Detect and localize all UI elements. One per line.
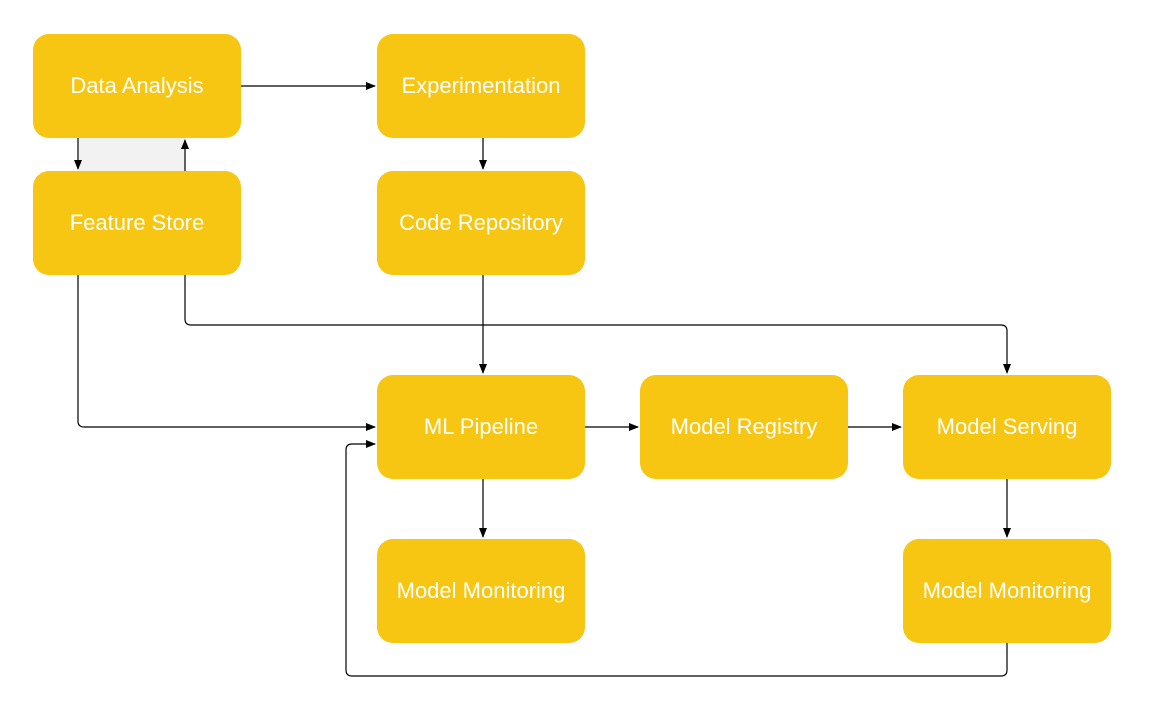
connector-band xyxy=(79,138,185,171)
node-label: Model Monitoring xyxy=(922,578,1092,603)
node-model-monitoring-pipeline[interactable]: Model Monitoring xyxy=(377,539,585,643)
edge-feature-store-to-ml-pipeline xyxy=(77,275,376,431)
node-label: Data Analysis xyxy=(70,73,204,98)
node-code-repository[interactable]: Code Repository xyxy=(377,171,585,275)
node-experimentation[interactable]: Experimentation xyxy=(377,34,585,138)
node-label: Feature Store xyxy=(69,210,205,235)
node-label: ML Pipeline xyxy=(423,414,539,439)
node-label: Experimentation xyxy=(401,73,561,98)
node-ml-pipeline[interactable]: ML Pipeline xyxy=(377,375,585,479)
node-model-monitoring-serving[interactable]: Model Monitoring xyxy=(903,539,1111,643)
node-label: Code Repository xyxy=(399,210,563,235)
node-label: Model Registry xyxy=(670,414,818,439)
edge-model-monitoring-to-ml-pipeline xyxy=(345,440,1008,677)
edge-feature-store-to-model-serving xyxy=(184,275,1011,374)
node-feature-store[interactable]: Feature Store xyxy=(33,171,241,275)
node-model-serving[interactable]: Model Serving xyxy=(903,375,1111,479)
node-data-analysis[interactable]: Data Analysis xyxy=(33,34,241,138)
node-label: Model Serving xyxy=(936,414,1078,439)
node-label: Model Monitoring xyxy=(396,578,566,603)
node-model-registry[interactable]: Model Registry xyxy=(640,375,848,479)
